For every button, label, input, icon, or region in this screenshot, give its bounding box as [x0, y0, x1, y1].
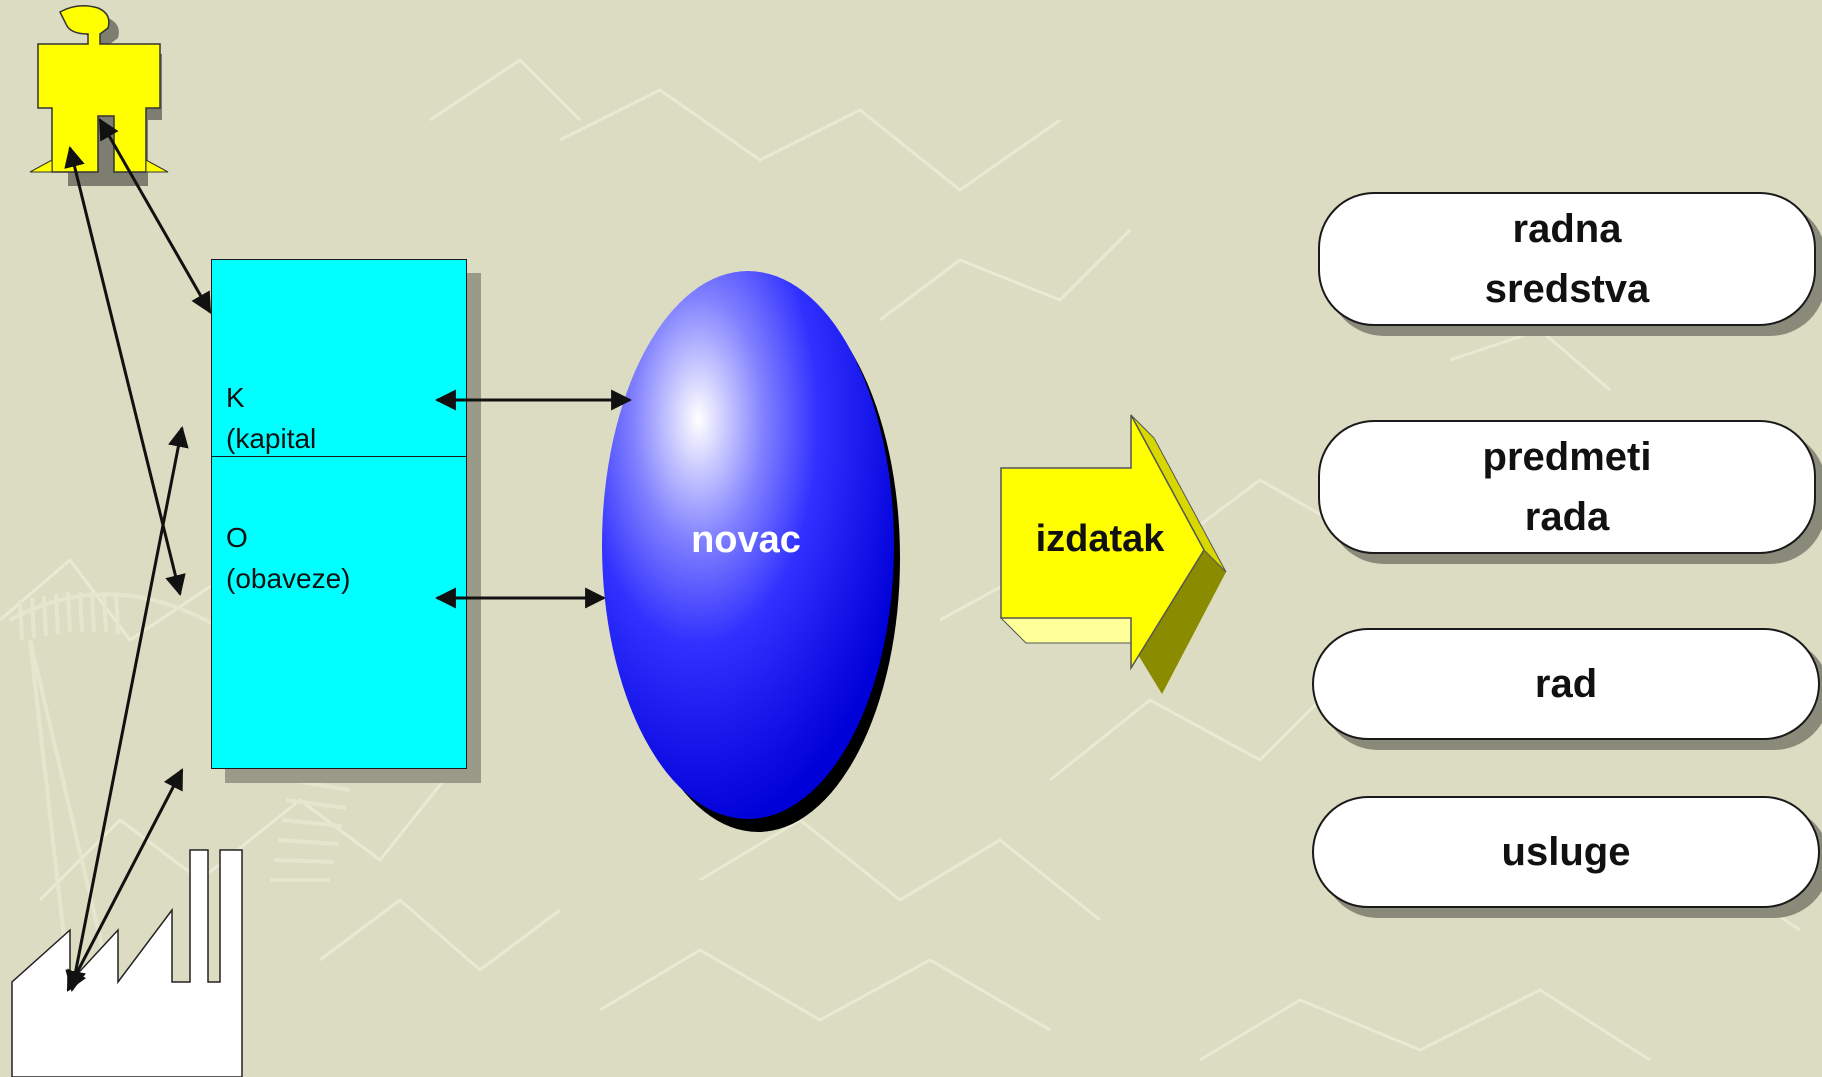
- money-shape: novac: [602, 271, 900, 832]
- capital-text: (kapital: [226, 423, 317, 454]
- liabilities-code: O: [226, 522, 248, 553]
- output-line1: radna: [1512, 207, 1622, 251]
- ledger-divider: [212, 456, 466, 457]
- factory-kapital-arrow: [65, 425, 189, 993]
- expense-label: izdatak: [1036, 518, 1166, 560]
- output-line1: rad: [1534, 662, 1598, 706]
- money-label: novac: [691, 519, 801, 561]
- expense-arrow: izdatak: [999, 414, 1227, 694]
- person-ledger-arrow: [98, 118, 212, 314]
- output-usluge: usluge: [1312, 796, 1820, 908]
- output-line2: sredstva: [1484, 267, 1650, 311]
- output-line2: rada: [1524, 495, 1610, 539]
- liabilities-text: (obaveze): [226, 563, 351, 594]
- output-line1: predmeti: [1482, 435, 1652, 479]
- output-rad: rad: [1312, 628, 1820, 740]
- output-radna-sredstva: radna sredstva: [1318, 192, 1816, 326]
- capital-code: K: [226, 382, 245, 413]
- person-icon: [29, 5, 169, 186]
- output-predmeti-rada: predmeti rada: [1318, 420, 1816, 554]
- factory-icon: [11, 849, 243, 1077]
- output-line1: usluge: [1501, 830, 1631, 874]
- capital-label: K (kapital: [226, 377, 316, 459]
- factory-ledger-arrow: [66, 768, 184, 992]
- ledger-box: K (kapital O (obaveze): [211, 259, 467, 769]
- liabilities-label: O (obaveze): [226, 517, 351, 599]
- connection-arrows: [64, 118, 633, 993]
